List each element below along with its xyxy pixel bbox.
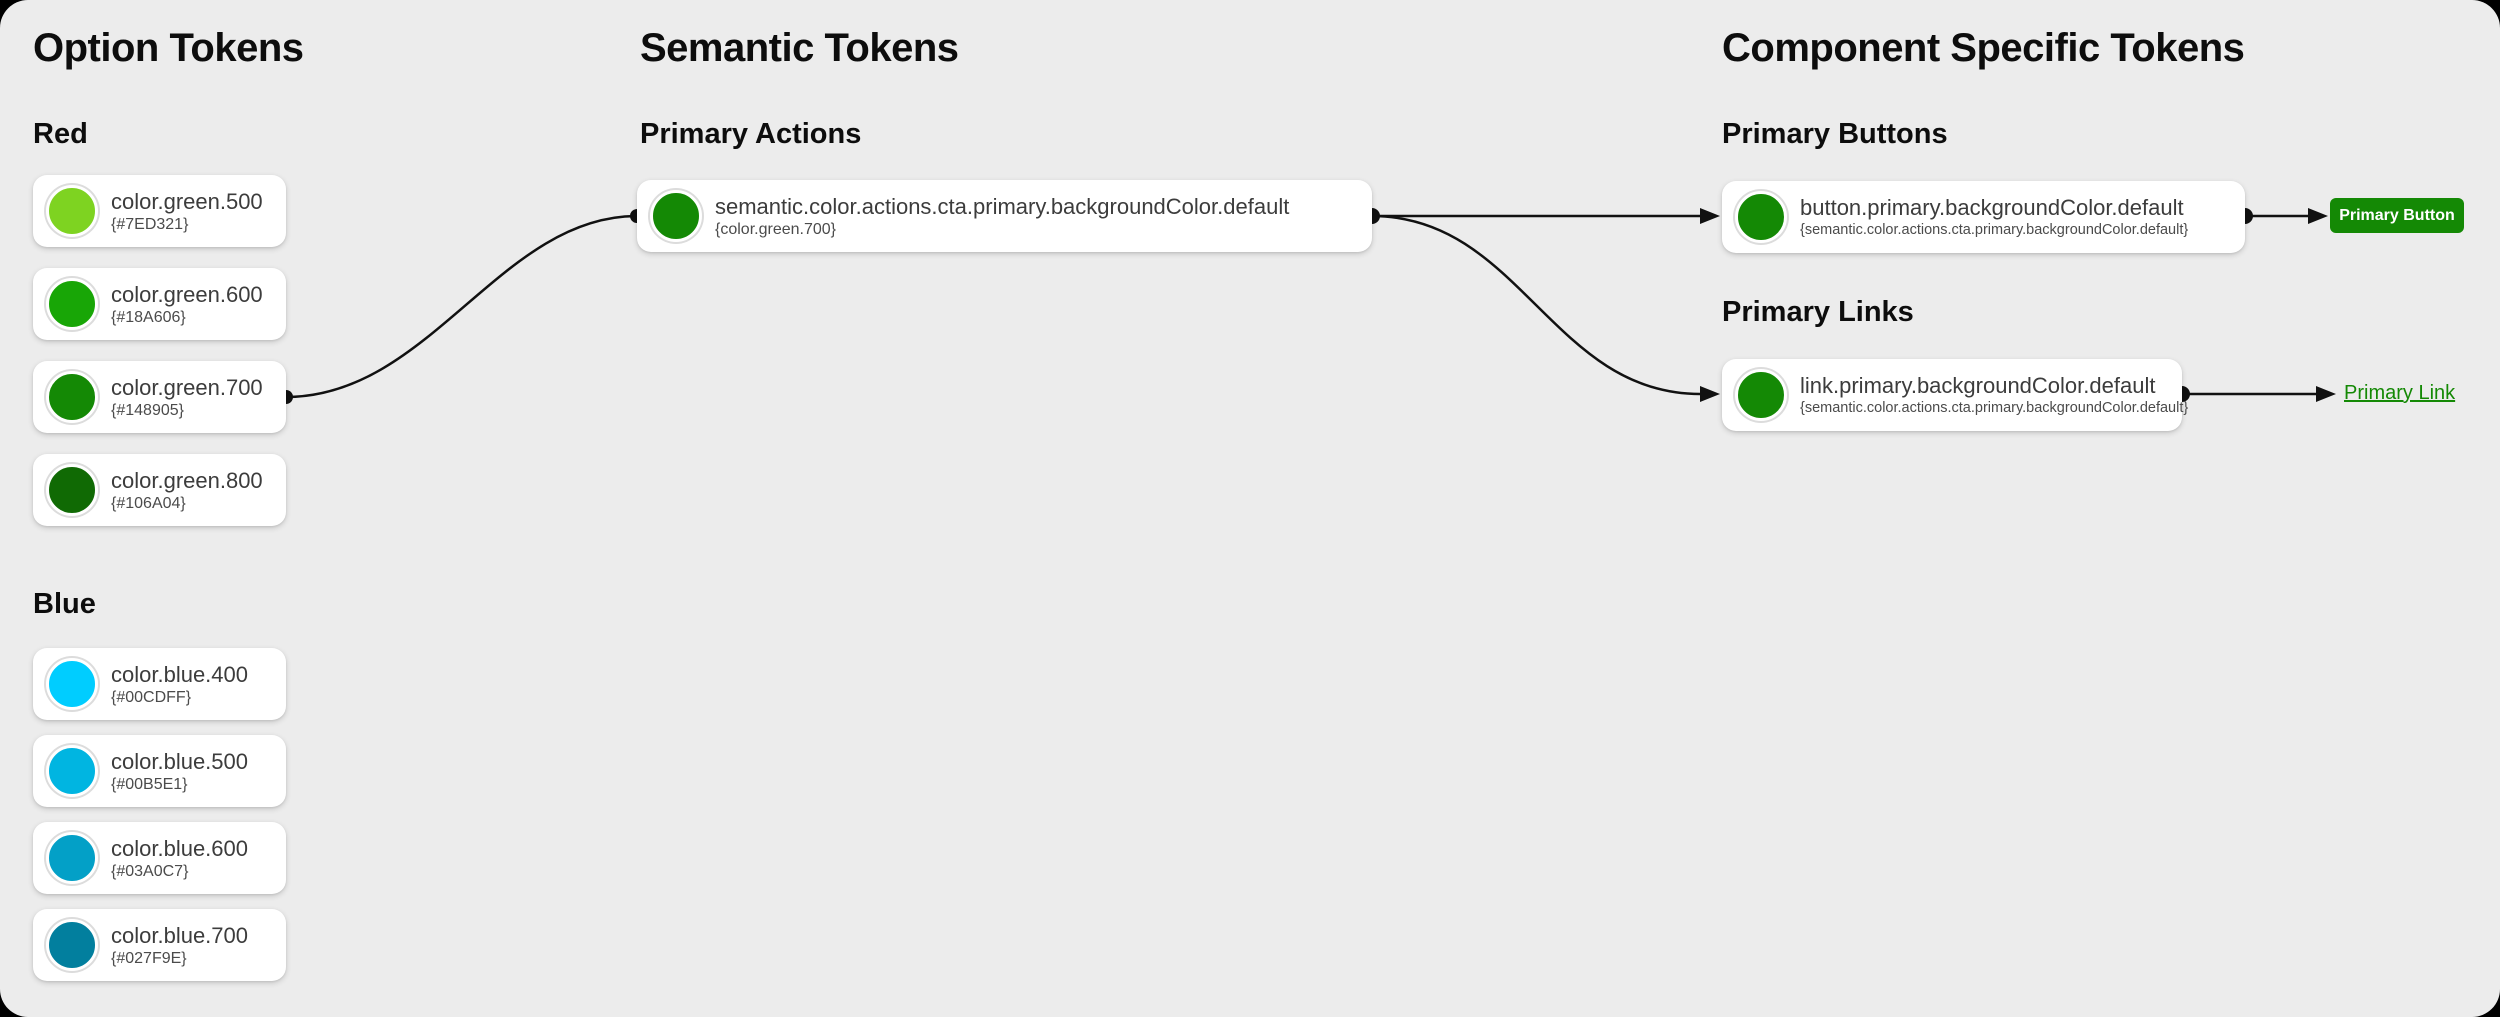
connector-line-semantic-to-link-token <box>1371 214 1701 396</box>
color-swatch-icon <box>1735 191 1787 243</box>
token-name: button.primary.backgroundColor.default <box>1800 194 2184 220</box>
token-name: color.blue.700 <box>111 922 248 948</box>
token-card-color-blue-600: color.blue.600 {#03A0C7} <box>33 822 286 894</box>
token-name: color.green.700 <box>111 374 263 400</box>
token-card-link-primary-bg: link.primary.backgroundColor.default {se… <box>1722 359 2188 431</box>
column-title-semantic-tokens: Semantic Tokens <box>640 26 959 70</box>
token-card-color-blue-700: color.blue.700 {#027F9E} <box>33 909 286 981</box>
token-card-color-green-700: color.green.700 {#148905} <box>33 361 286 433</box>
color-swatch-icon <box>46 278 98 330</box>
token-value: {#18A606} <box>111 308 186 326</box>
color-swatch-icon <box>46 185 98 237</box>
section-title-blue: Blue <box>33 588 96 620</box>
connector-line-green700-to-semantic <box>285 214 638 399</box>
token-value: {#00B5E1} <box>111 775 188 793</box>
section-title-primary-actions: Primary Actions <box>640 118 862 150</box>
token-value: {semantic.color.actions.cta.primary.back… <box>1800 221 2189 238</box>
primary-link-example[interactable]: Primary Link <box>2344 382 2456 404</box>
token-card-color-green-800: color.green.800 {#106A04} <box>33 454 286 526</box>
section-title-red: Red <box>33 118 88 150</box>
color-swatch-icon <box>46 919 98 971</box>
primary-button-example[interactable]: Primary Button <box>2330 198 2464 233</box>
token-name: link.primary.backgroundColor.default <box>1800 372 2156 398</box>
token-name: color.green.800 <box>111 467 263 493</box>
section-title-primary-buttons: Primary Buttons <box>1722 118 1948 150</box>
token-name: color.green.500 <box>111 188 263 214</box>
token-card-color-green-500: color.green.500 {#7ED321} <box>33 175 286 247</box>
color-swatch-icon <box>1735 369 1787 421</box>
token-card-color-green-600: color.green.600 {#18A606} <box>33 268 286 340</box>
token-card-color-blue-500: color.blue.500 {#00B5E1} <box>33 735 286 807</box>
color-swatch-icon <box>46 832 98 884</box>
connector-arrowhead-icon <box>1700 208 1720 224</box>
column-title-option-tokens: Option Tokens <box>33 26 304 70</box>
color-swatch-icon <box>46 371 98 423</box>
token-value: {#00CDFF} <box>111 688 192 706</box>
token-value: {color.green.700} <box>715 220 836 238</box>
token-value: {#148905} <box>111 401 184 419</box>
column-title-component-tokens: Component Specific Tokens <box>1722 26 2245 70</box>
token-name: color.blue.600 <box>111 835 248 861</box>
connector-arrowhead-icon <box>2308 208 2328 224</box>
section-title-primary-links: Primary Links <box>1722 296 1914 328</box>
token-value: {#7ED321} <box>111 215 189 233</box>
token-name: semantic.color.actions.cta.primary.backg… <box>715 193 1290 219</box>
token-value: {#03A0C7} <box>111 862 189 880</box>
color-swatch-icon <box>46 745 98 797</box>
token-name: color.blue.400 <box>111 661 248 687</box>
token-card-color-blue-400: color.blue.400 {#00CDFF} <box>33 648 286 720</box>
color-swatch-icon <box>650 190 702 242</box>
token-card-button-primary-bg: button.primary.backgroundColor.default {… <box>1722 181 2245 253</box>
color-swatch-icon <box>46 658 98 710</box>
token-value: {semantic.color.actions.cta.primary.back… <box>1800 399 2189 416</box>
token-name: color.green.600 <box>111 281 263 307</box>
connector-arrowhead-icon <box>1700 386 1720 402</box>
token-card-semantic-cta-primary-bg: semantic.color.actions.cta.primary.backg… <box>637 180 1372 252</box>
token-name: color.blue.500 <box>111 748 248 774</box>
connector-arrowhead-icon <box>2316 386 2336 402</box>
token-value: {#106A04} <box>111 494 186 512</box>
color-swatch-icon <box>46 464 98 516</box>
token-value: {#027F9E} <box>111 949 187 967</box>
